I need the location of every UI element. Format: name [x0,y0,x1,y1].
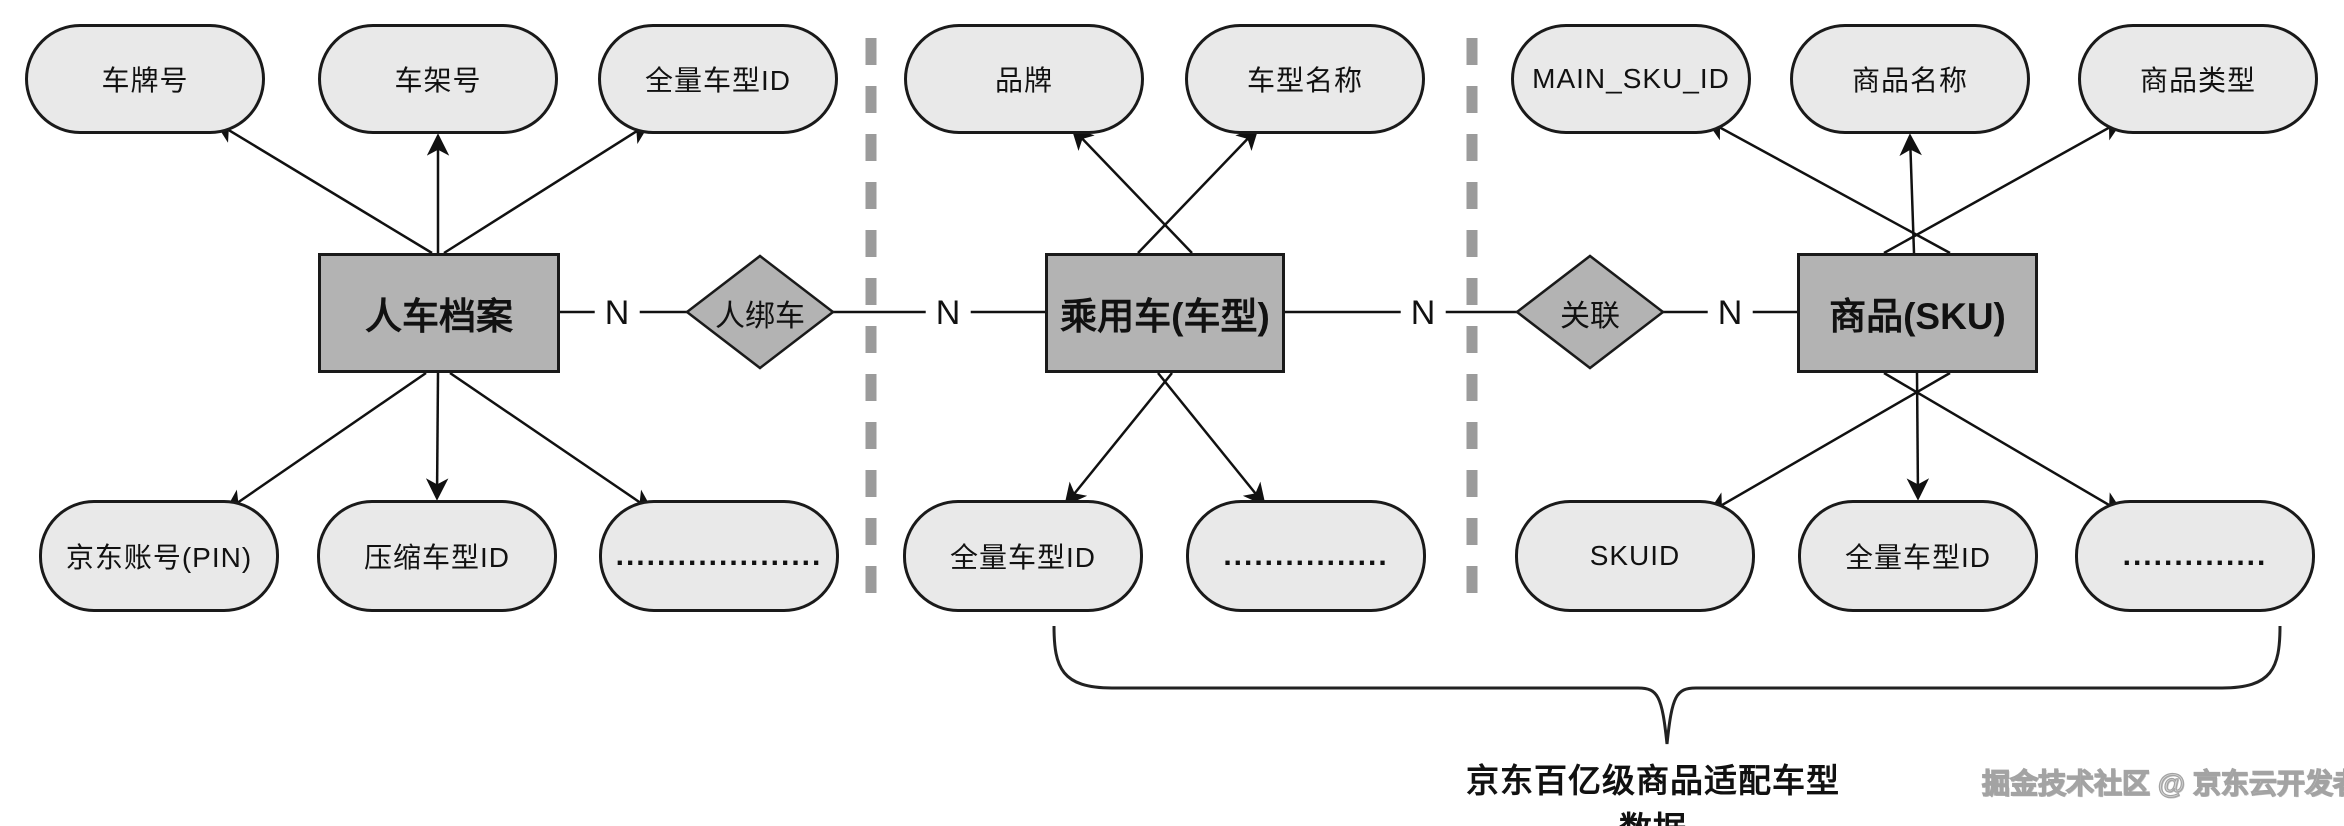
attribute-full-model-id-mid: 全量车型ID [903,500,1143,612]
attribute-product-name: 商品名称 [1790,24,2030,134]
attribute-ellipsis-right: .............. [2075,500,2315,612]
attribute-skuid: SKUID [1515,500,1755,612]
attribute-lines [214,119,2124,514]
entity-product-sku: 商品(SKU) [1797,253,2038,373]
attribute-brand: 品牌 [904,24,1144,134]
watermark: 掘金技术社区 @ 京东云开发者 [1981,767,2344,799]
relationship-label-bind: 人绑车 [715,300,805,333]
attribute-license-plate: 车牌号 [25,24,265,134]
attribute-compressed-model-id: 压缩车型ID [317,500,557,612]
attribute-vin: 车架号 [318,24,558,134]
attribute-ellipsis-mid: ................ [1186,500,1426,612]
relationship-label-association: 关联 [1560,300,1620,333]
attribute-jd-account-pin: 京东账号(PIN) [39,500,279,612]
attribute-product-type: 商品类型 [2078,24,2318,134]
attribute-full-model-id-right: 全量车型ID [1798,500,2038,612]
cardinality-n-2: N [925,296,971,330]
attribute-full-model-id-left: 全量车型ID [598,24,838,134]
cardinality-n-1: N [594,296,640,330]
brace [1052,625,2282,745]
relationship-diamond-association [1514,254,1666,370]
entity-passenger-car: 乘用车(车型) [1045,253,1285,373]
entity-person-car-profile: 人车档案 [318,253,560,373]
cardinality-n-3: N [1400,296,1446,330]
attribute-main-sku-id: MAIN_SKU_ID [1511,24,1751,134]
relationship-diamond-bind [684,254,836,370]
attribute-model-name: 车型名称 [1185,24,1425,134]
brace-caption: 京东百亿级商品适配车型数据 [1466,762,1840,826]
cardinality-n-4: N [1707,296,1753,330]
attribute-ellipsis-left: .................... [599,500,839,612]
